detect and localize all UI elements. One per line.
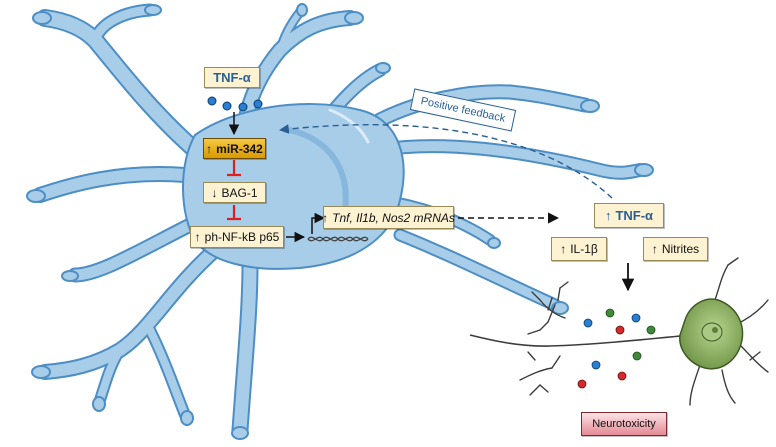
up-arrow-icon: ↑ bbox=[322, 210, 329, 225]
up-arrow-icon: ↑ bbox=[651, 242, 658, 256]
mir342-label: miR-342 bbox=[216, 141, 263, 156]
nfkb-label: ph-NF-kB p65 bbox=[204, 230, 280, 244]
nitrites-box: ↑ Nitrites bbox=[643, 237, 708, 261]
up-arrow-icon: ↑ bbox=[604, 208, 612, 223]
bag1-box: ↓ BAG-1 bbox=[203, 182, 266, 203]
tnf-alpha-output-box: ↑ TNF-α bbox=[594, 203, 664, 228]
mir342-box: ↑ miR-342 bbox=[203, 138, 266, 159]
neurotoxicity-label: Neurotoxicity bbox=[592, 418, 656, 430]
up-arrow-icon: ↑ bbox=[194, 230, 201, 244]
il1b-label: IL-1β bbox=[570, 242, 598, 256]
mrna-label: Tnf, Il1b, Nos2 mRNAs bbox=[332, 210, 455, 225]
tnf-alpha-output-label: TNF-α bbox=[615, 208, 654, 223]
neuron-cell bbox=[469, 257, 769, 406]
dna-strand-icon bbox=[307, 236, 369, 242]
up-arrow-icon: ↑ bbox=[206, 141, 213, 156]
tnf-alpha-input-box: TNF-α bbox=[204, 67, 260, 88]
nitrites-label: Nitrites bbox=[661, 242, 700, 256]
neurotoxicity-box: Neurotoxicity bbox=[581, 412, 667, 436]
tnf-alpha-label: TNF-α bbox=[213, 70, 251, 85]
inhibit-mir-bag1 bbox=[227, 160, 241, 177]
bag1-label: BAG-1 bbox=[221, 185, 258, 200]
nfkb-box: ↑ ph-NF-kB p65 bbox=[190, 226, 284, 248]
tnf-ligand-dots bbox=[207, 96, 263, 112]
down-arrow-icon: ↓ bbox=[211, 185, 218, 200]
arrow-dna-to-mrna bbox=[311, 212, 326, 234]
il1b-box: ↑ IL-1β bbox=[551, 237, 607, 261]
positive-feedback-arrow bbox=[279, 124, 613, 199]
mrna-box: ↑ Tnf, Il1b, Nos2 mRNAs bbox=[322, 206, 455, 229]
up-arrow-icon: ↑ bbox=[560, 242, 567, 256]
inhibit-bag1-nfkb bbox=[227, 205, 241, 221]
